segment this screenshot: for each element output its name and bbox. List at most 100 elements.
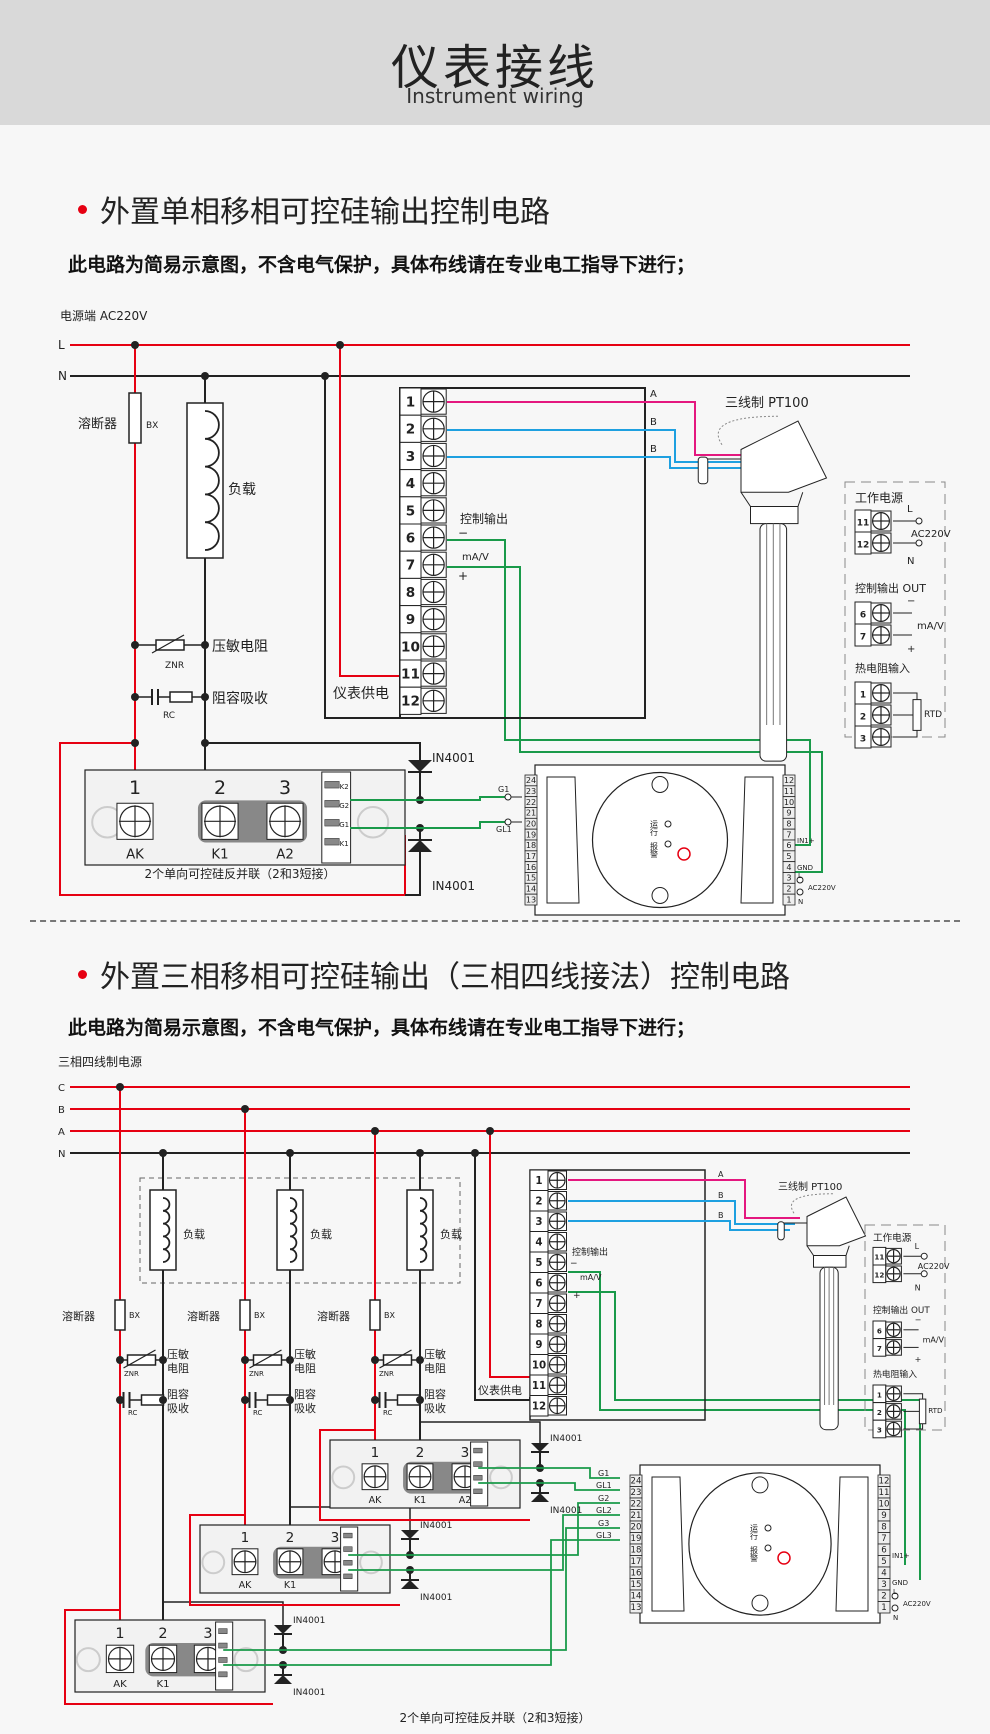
module-terminal-number: 2 <box>416 1445 425 1461</box>
junction-dot <box>371 1127 379 1135</box>
junction-dot <box>286 1356 294 1364</box>
diode-icon <box>408 840 432 852</box>
junction-dot <box>471 1149 479 1157</box>
terminal-number: 1 <box>406 394 415 410</box>
phase-label: B <box>58 1105 65 1116</box>
in1-label: IN1+ <box>797 837 815 845</box>
gate-label: GL1 <box>596 1481 612 1490</box>
module-terminal-number: 2 <box>286 1530 295 1546</box>
mount-hole <box>751 1476 769 1494</box>
controller-terminal-number: 21 <box>631 1511 642 1521</box>
znr-label: ZNR <box>124 1370 139 1378</box>
junction-dot <box>416 1149 424 1157</box>
terminal-number: 10 <box>532 1359 546 1371</box>
rtd-resistor-icon <box>918 1398 927 1425</box>
gate-wire-GL <box>478 1482 620 1491</box>
screw-icon <box>886 1322 901 1337</box>
probe-neck <box>740 491 804 507</box>
terminal-number: 9 <box>406 612 415 628</box>
brand-logo-icon <box>777 1551 791 1565</box>
junction-dot <box>116 1396 124 1404</box>
probe-collar <box>813 1255 847 1268</box>
load-group-box <box>139 1177 461 1284</box>
terminal-number: 12 <box>874 1270 884 1279</box>
probe-head <box>740 420 828 493</box>
load-label: 负载 <box>228 482 256 498</box>
module-caption: 2个单向可控硅反并联（2和3短接） <box>400 1710 591 1725</box>
gate-label: G1 <box>598 1469 609 1478</box>
terminal-number: 11 <box>857 518 870 528</box>
module-terminal-number: 3 <box>331 1530 340 1546</box>
load-box <box>149 1189 177 1271</box>
rc-label: 阻容 <box>424 1387 446 1401</box>
neutral-to-diode <box>420 1421 541 1443</box>
gate-label: G3 <box>598 1519 609 1528</box>
screw-icon <box>871 511 890 530</box>
controller-terminal-number: 18 <box>631 1546 642 1556</box>
controller-terminal-right <box>782 893 796 906</box>
fuse-bx-label: BX <box>129 1311 140 1320</box>
junction-dot <box>241 1105 249 1113</box>
probe-neck <box>806 1245 850 1256</box>
mav-label: mA/V <box>580 1273 602 1282</box>
minus-label: − <box>570 1259 578 1269</box>
legend-title: 控制输出 OUT <box>873 1304 930 1316</box>
screw-icon <box>548 1335 566 1353</box>
controller-terminal-number: 3 <box>881 1580 886 1590</box>
screw-icon <box>871 533 890 552</box>
controller-side-panel <box>546 776 580 904</box>
probe-collar <box>750 506 799 525</box>
screw-icon <box>871 603 890 622</box>
controller-terminal-number: 24 <box>631 1477 642 1487</box>
controller-terminal-number: 17 <box>631 1557 642 1567</box>
gate-pin <box>343 1546 353 1552</box>
module-terminal-number: 2 <box>158 1626 167 1642</box>
rc-tag: RC <box>163 711 175 721</box>
mount-hole <box>356 806 390 839</box>
module-pin-label: K1 <box>156 1679 169 1690</box>
alarm-led-icon <box>664 840 672 848</box>
terminal-dot <box>920 1252 928 1260</box>
screw-icon <box>871 727 890 746</box>
screw-icon <box>886 1386 901 1401</box>
junction-dot <box>116 1356 124 1364</box>
gate-pin <box>473 1475 483 1481</box>
terminal-number: 12 <box>401 694 420 710</box>
screw-icon <box>548 1397 566 1415</box>
rc-label: 阻容吸收 <box>212 690 268 707</box>
junction-dot <box>116 1083 124 1091</box>
terminal-number: 7 <box>535 1298 542 1310</box>
junction-dot <box>321 372 329 380</box>
mount-hole <box>233 1647 259 1673</box>
brand-logo-icon <box>677 847 691 861</box>
fuse-bx-label: BX <box>254 1311 265 1320</box>
terminal-number: 5 <box>535 1257 542 1269</box>
diode-icon <box>531 1443 549 1452</box>
rtd-wire-B <box>568 1200 795 1225</box>
wire-label: A <box>718 1170 724 1179</box>
diode-label-top: IN4001 <box>293 1616 325 1626</box>
screw-icon <box>548 1294 566 1312</box>
module-pin-label: AK <box>126 847 144 862</box>
varistor-icon <box>252 1354 283 1366</box>
terminal-number: 9 <box>535 1339 542 1351</box>
terminal-number: 6 <box>406 530 415 546</box>
module-pin-label: A2 <box>276 847 294 862</box>
junction-dot <box>486 1127 494 1135</box>
line-N-label: N <box>58 369 67 383</box>
coil-icon <box>204 410 220 551</box>
gate-label: G2 <box>598 1494 609 1503</box>
controller-terminal-number: 23 <box>631 1488 642 1498</box>
junction-dot <box>241 1356 249 1364</box>
terminal-number: 3 <box>535 1216 542 1228</box>
controller-terminal-number: 1 <box>881 1603 886 1613</box>
controller-terminal-number: 5 <box>881 1557 886 1567</box>
terminal-number: 5 <box>406 503 415 519</box>
terminal-dot <box>891 1592 899 1600</box>
mount-hole <box>359 1550 383 1575</box>
instr-power-N <box>474 1153 531 1401</box>
controller-terminal-number: 19 <box>526 829 536 839</box>
controller-terminal-number: 9 <box>881 1511 886 1521</box>
junction-dot <box>201 641 209 649</box>
